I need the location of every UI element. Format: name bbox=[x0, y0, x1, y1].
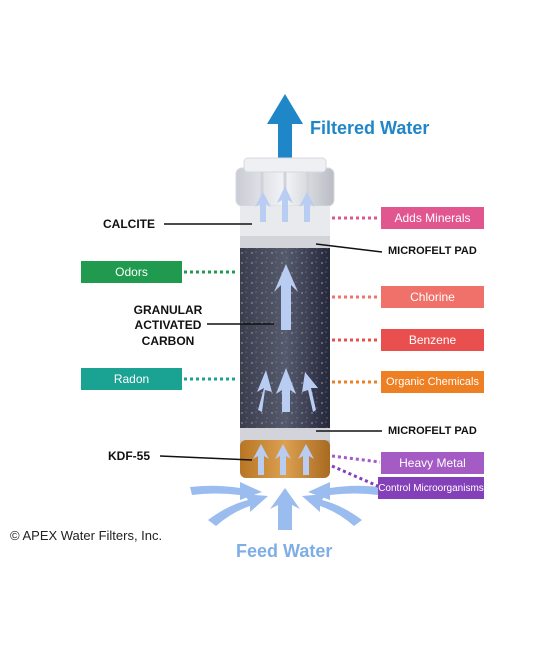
microfelt-bottom-label: MICROFELT PAD bbox=[388, 425, 477, 437]
feed-arrow-right bbox=[302, 494, 362, 526]
dots-microorganisms bbox=[331, 464, 381, 489]
granular-label: GRANULAR bbox=[133, 303, 203, 317]
leader-microfelt-top bbox=[315, 243, 383, 253]
microfelt-top-layer bbox=[240, 236, 330, 248]
tag-heavy-metal: Heavy Metal bbox=[381, 452, 484, 474]
leader-lines bbox=[159, 223, 383, 461]
kdf-arrow-2 bbox=[275, 444, 291, 475]
tag-control-microorganisms: Control Microorganisms bbox=[378, 477, 484, 499]
flow-arrow-left bbox=[257, 370, 272, 412]
activated-label: ACTIVATED bbox=[134, 318, 202, 332]
feed-arrow-left bbox=[208, 494, 268, 526]
microfelt-bottom-layer bbox=[240, 428, 330, 440]
tag-organic-chemicals: Organic Chemicals bbox=[381, 371, 484, 393]
kdf-arrow-1 bbox=[253, 444, 269, 475]
feed-arrow-center bbox=[270, 488, 300, 530]
kdf-arrow-3 bbox=[298, 444, 314, 475]
cap-arrow-1 bbox=[255, 192, 271, 222]
cap-arrow-3 bbox=[299, 192, 315, 222]
feed-arrow-far-right bbox=[308, 482, 380, 500]
feed-arrow-far-left bbox=[190, 482, 262, 500]
kdf-label: KDF-55 bbox=[108, 449, 151, 463]
flow-arrows bbox=[253, 186, 318, 475]
calcite-label: CALCITE bbox=[103, 217, 155, 231]
leader-kdf bbox=[159, 455, 253, 461]
cap-arrow-2 bbox=[277, 186, 293, 222]
tag-radon: Radon bbox=[81, 368, 182, 390]
flow-arrow-mid bbox=[276, 368, 296, 412]
microfelt-top-label: MICROFELT PAD bbox=[388, 245, 477, 257]
flow-arrow-center bbox=[274, 264, 298, 330]
feed-water-arrows bbox=[190, 482, 380, 530]
dots-heavy-metal bbox=[331, 454, 381, 464]
tag-adds-minerals: Adds Minerals bbox=[381, 207, 484, 229]
carbon-label: CARBON bbox=[141, 334, 195, 348]
dotted-connectors bbox=[184, 216, 381, 489]
tag-benzene: Benzene bbox=[381, 329, 484, 351]
flow-arrow-right bbox=[302, 372, 318, 412]
feed-water-label: Feed Water bbox=[236, 541, 333, 561]
tag-odors: Odors bbox=[81, 261, 182, 283]
filtered-water-label: Filtered Water bbox=[310, 118, 430, 138]
tag-chlorine: Chlorine bbox=[381, 286, 484, 308]
filtered-water-arrow bbox=[267, 94, 303, 158]
copyright-text: © APEX Water Filters, Inc. bbox=[10, 528, 163, 543]
